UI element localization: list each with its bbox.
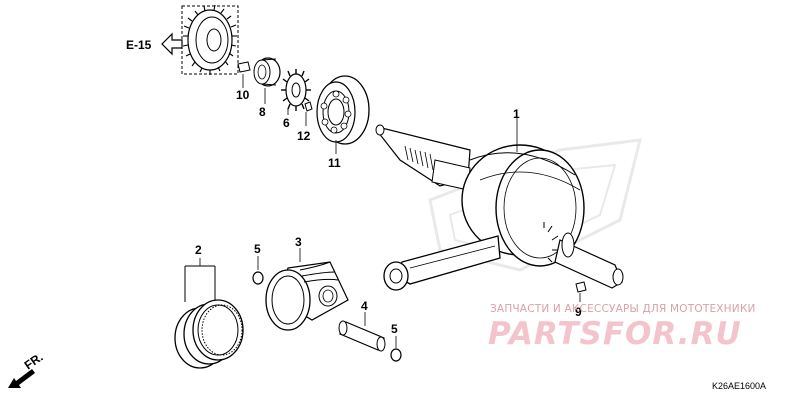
crankshaft: 1 bbox=[375, 107, 624, 291]
piston-ring-set: 2 bbox=[174, 243, 244, 369]
small-pin: 12 bbox=[297, 101, 313, 143]
callout-10: 10 bbox=[236, 88, 250, 102]
callout-12: 12 bbox=[297, 129, 311, 143]
callout-3: 3 bbox=[295, 235, 302, 249]
reference-label: E-15 bbox=[126, 38, 152, 52]
callout-11: 11 bbox=[328, 156, 341, 170]
piston-pin: 4 bbox=[338, 299, 386, 352]
sprocket: 6 bbox=[281, 69, 311, 130]
callout-1: 1 bbox=[513, 107, 520, 121]
callout-5-lower: 5 bbox=[391, 322, 398, 336]
piston-pin-clip-lower: 5 bbox=[390, 322, 402, 362]
reference-arrow: E-15 bbox=[126, 32, 183, 56]
diagram-code: K26AE1600A bbox=[712, 381, 767, 391]
direction-label: FR. bbox=[22, 350, 46, 373]
callout-5-upper: 5 bbox=[254, 242, 261, 256]
watermark-brand: PARTSFOR.RU bbox=[488, 316, 742, 352]
callout-2: 2 bbox=[195, 243, 202, 257]
woodruff-key: 10 bbox=[236, 61, 251, 102]
watermark-tagline: ЗАПЧАСТИ И АКСЕССУАРЫ ДЛЯ МОТОТЕХНИКИ bbox=[490, 303, 756, 315]
crank-key: 9 bbox=[575, 281, 587, 319]
piston-pin-clip-upper: 5 bbox=[252, 242, 264, 285]
ball-bearing: 11 bbox=[316, 75, 370, 170]
reference-gear bbox=[181, 4, 239, 75]
callout-6: 6 bbox=[283, 116, 290, 130]
front-direction-indicator: FR. bbox=[8, 350, 46, 388]
collar: 8 bbox=[253, 57, 281, 119]
piston: 3 bbox=[265, 235, 349, 331]
callout-4: 4 bbox=[361, 299, 368, 313]
callout-9: 9 bbox=[575, 305, 582, 319]
callout-8: 8 bbox=[259, 105, 266, 119]
